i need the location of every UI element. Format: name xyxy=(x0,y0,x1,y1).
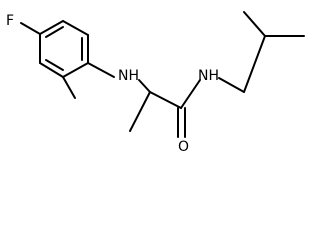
ring-bond-bottom-left xyxy=(39,62,64,78)
ring-double-bond-top xyxy=(45,26,64,38)
ring-bond-bottom-right xyxy=(62,62,89,78)
n-ch2-bond xyxy=(218,77,245,93)
ring-n-bond xyxy=(87,62,115,78)
carbonyl-n-bond xyxy=(180,79,201,109)
ch-methyl-left-bond xyxy=(243,11,266,37)
c-f-bond xyxy=(20,22,41,35)
ring-double-bond-bottom xyxy=(45,59,64,71)
ring-bond-top-right xyxy=(62,20,89,36)
alpha-methyl-bond xyxy=(129,91,151,132)
benzene-ring xyxy=(39,20,89,78)
fluorine-label: F xyxy=(6,13,14,29)
structural-formula: F NH O NH xyxy=(6,11,305,154)
amide-nh-label: NH xyxy=(198,68,219,84)
alpha-carbonyl-bond xyxy=(149,91,182,109)
ring-bond-top-left xyxy=(39,20,64,35)
ch2-ch-bond xyxy=(243,35,266,93)
amine-nh-label: NH xyxy=(118,68,139,84)
ring-methyl-bond xyxy=(62,76,76,99)
n-alpha-carbon-bond xyxy=(138,79,151,93)
oxygen-label: O xyxy=(178,139,189,154)
